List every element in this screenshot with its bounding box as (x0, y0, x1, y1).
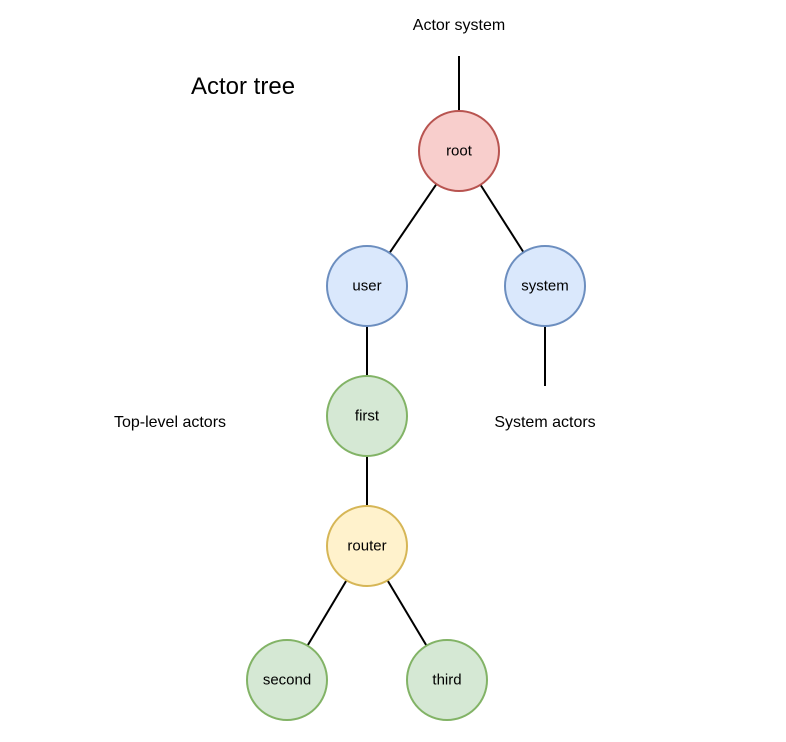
node-second-label: second (263, 672, 311, 689)
edge-root-user (388, 183, 438, 254)
node-first-circle (326, 375, 408, 457)
node-system-circle (504, 245, 586, 327)
node-root-circle (418, 110, 500, 192)
top-level-actors-label: Top-level actors (114, 414, 226, 431)
node-third-label: third (432, 672, 461, 689)
node-system-label: system (521, 278, 569, 295)
node-user: user (326, 245, 408, 327)
node-first-label: first (355, 408, 380, 425)
node-user-circle (326, 245, 408, 327)
node-user-label: user (352, 278, 381, 295)
edge-router-second (306, 579, 348, 647)
node-second: second (246, 639, 328, 721)
node-first: first (326, 375, 408, 457)
edge-router-third (386, 579, 428, 647)
actor-system-label: Actor system (413, 17, 505, 34)
edges-group (306, 183, 525, 647)
diagram-title: Actor tree (191, 73, 295, 100)
node-root-label: root (446, 143, 473, 160)
node-system: system (504, 245, 586, 327)
node-router-label: router (347, 538, 386, 555)
node-router-circle (326, 505, 408, 587)
system-actors-label: System actors (494, 414, 595, 431)
edge-root-system (479, 184, 525, 253)
node-third-circle (406, 639, 488, 721)
node-router: router (326, 505, 408, 587)
node-second-circle (246, 639, 328, 721)
node-third: third (406, 639, 488, 721)
node-root: root (418, 110, 500, 192)
